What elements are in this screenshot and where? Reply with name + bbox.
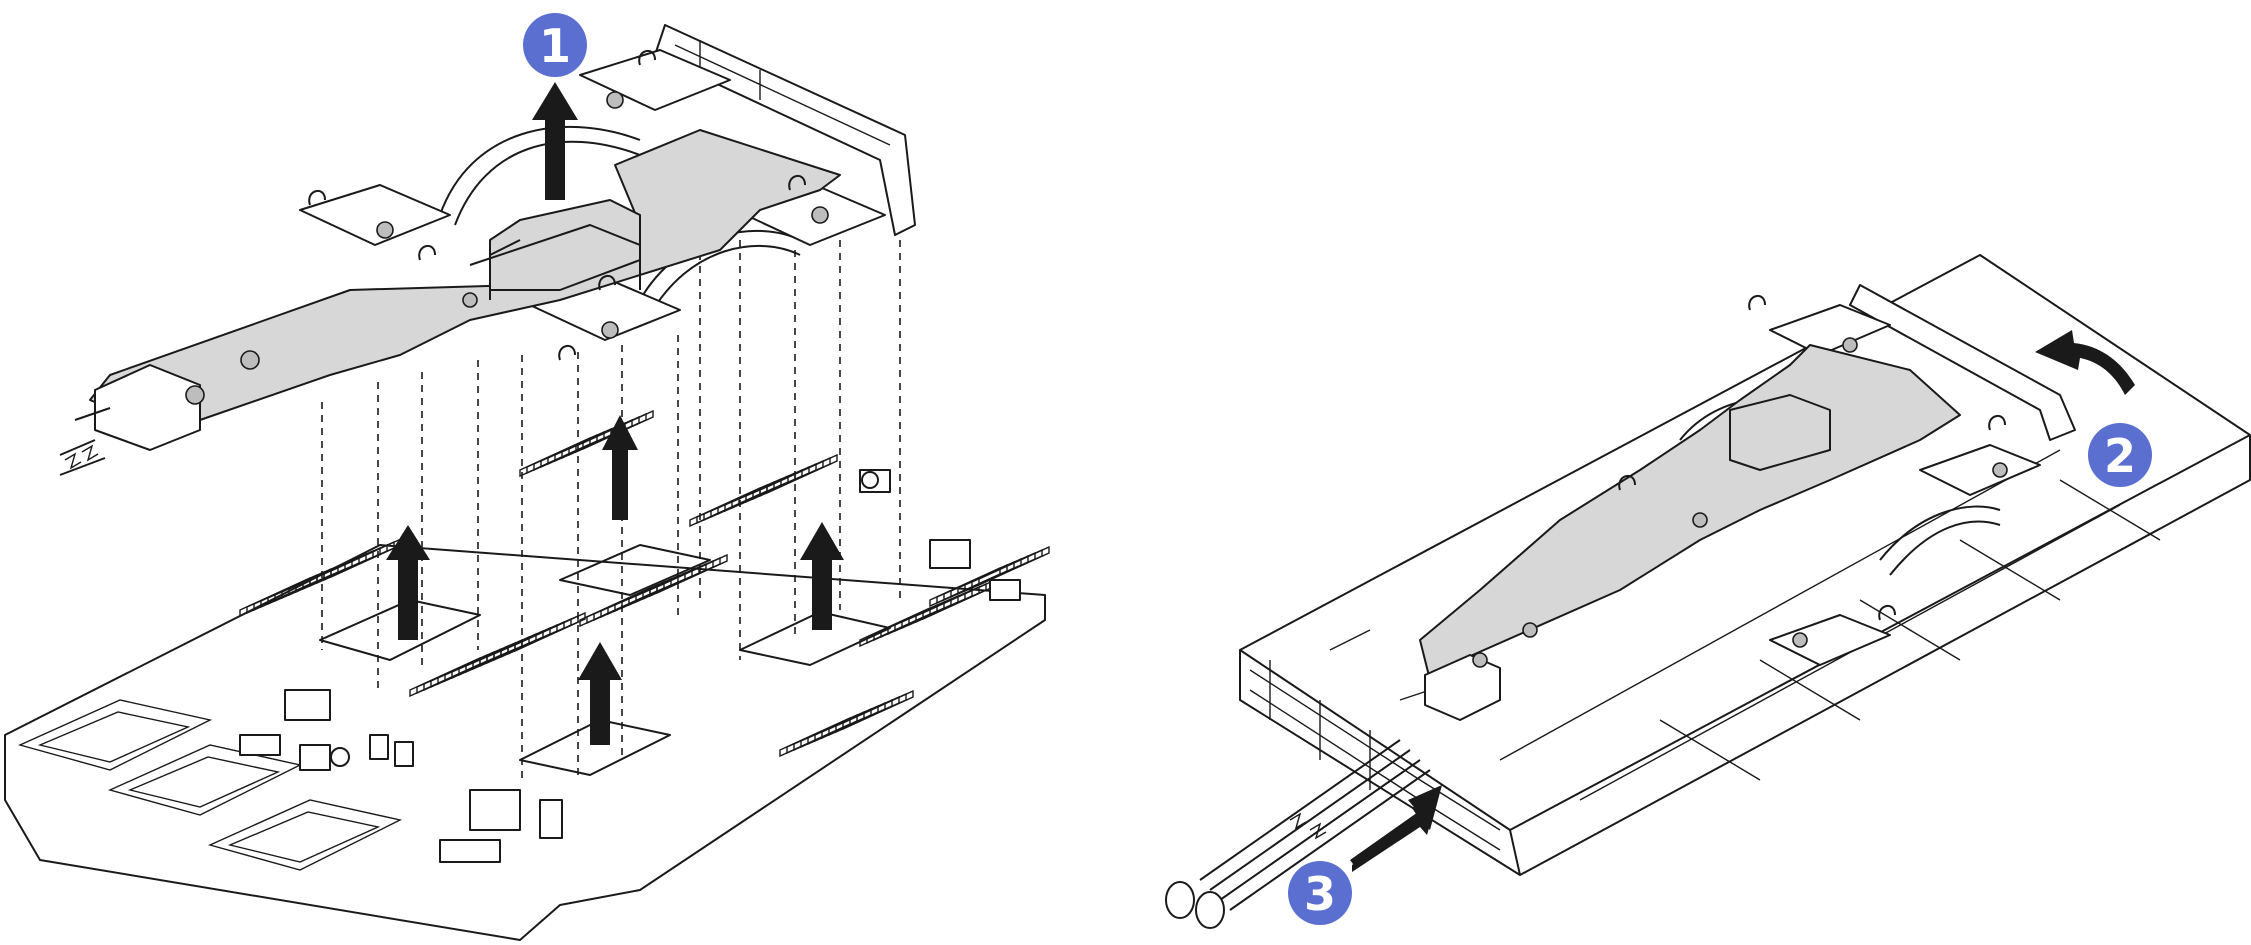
lift-arrow-icon	[386, 525, 430, 640]
callout-1-label: 1	[539, 19, 571, 73]
system-board	[4, 409, 1050, 941]
callout-3-badge	[1288, 861, 1352, 925]
callout-2-label: 2	[2104, 429, 2136, 483]
processor-sockets	[319, 544, 891, 776]
lift-arrow-icon	[800, 522, 844, 630]
lift-arrow-icon	[532, 82, 578, 200]
callout-3-label: 3	[1304, 867, 1336, 921]
cold-plate-assembly-installed	[1419, 284, 2076, 721]
memory-slot	[514, 611, 586, 653]
callout-step-1: 1	[523, 13, 587, 77]
callout-step-3: 3	[1288, 861, 1352, 925]
lift-arrow-icon	[602, 415, 638, 520]
memory-slot	[842, 689, 914, 731]
coolant-hoses	[1165, 739, 1431, 929]
cold-plate-assembly-lifted	[59, 24, 916, 476]
memory-slot	[656, 553, 728, 595]
lift-arrow-icon	[578, 642, 622, 745]
memory-slot	[978, 545, 1050, 587]
callout-2-badge	[2088, 423, 2152, 487]
alignment-guide-lines	[321, 240, 901, 780]
insert-arrow-icon	[1350, 785, 1442, 872]
callout-1-badge	[523, 13, 587, 77]
board-components	[239, 469, 1021, 863]
memory-slot	[766, 453, 838, 495]
callout-step-2: 2	[2088, 423, 2152, 487]
memory-slot	[582, 409, 654, 451]
rotate-arrow-icon	[2035, 330, 2135, 395]
lift-arrows	[386, 82, 844, 745]
server-chassis	[1239, 254, 2251, 876]
